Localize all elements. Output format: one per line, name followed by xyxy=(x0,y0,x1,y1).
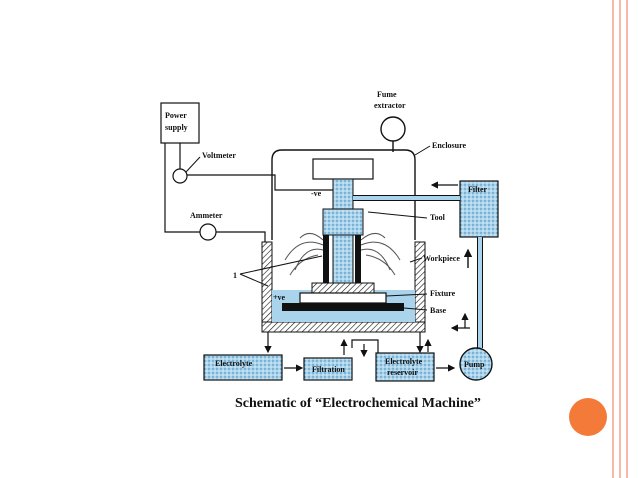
filtration-label: Filtration xyxy=(312,365,345,374)
pump-label: Pump xyxy=(464,360,485,369)
workpiece-lead xyxy=(409,257,423,263)
filtration-to-reservoir-pipe xyxy=(351,339,379,356)
tool-stem xyxy=(332,178,354,210)
base-lead xyxy=(403,307,428,311)
workpiece-label: Workpiece xyxy=(423,254,460,263)
reservoir-label-line1: Electrolyte xyxy=(385,357,423,366)
fume-extractor-icon xyxy=(380,116,406,142)
enclosure-outline xyxy=(271,149,416,240)
slide-border-stripe-2 xyxy=(619,0,621,478)
tool-insulator-left xyxy=(323,235,329,285)
electrolyte-reservoir-tank xyxy=(375,352,435,382)
fixture-lead xyxy=(385,293,428,297)
callout-1-label: 1 xyxy=(233,271,237,280)
electrolyte-label: Electrolyte xyxy=(215,359,253,368)
ammeter-icon xyxy=(199,223,217,241)
enclosure-label: Enclosure xyxy=(432,141,467,150)
power-supply-label-line2: supply xyxy=(165,123,188,132)
base-plate xyxy=(282,303,404,311)
fume-extractor-label-line2: extractor xyxy=(374,101,406,110)
slide-border-stripe-3 xyxy=(626,0,628,478)
filter-tank xyxy=(459,180,499,238)
fume-extractor-label-line1: Fume xyxy=(377,90,397,99)
tool-lead xyxy=(367,211,428,219)
power-supply-box xyxy=(160,102,200,144)
base-label: Base xyxy=(430,306,446,315)
diagram-caption: Schematic of “Electrochemical Machine” xyxy=(235,396,481,411)
filtration-tank xyxy=(303,357,353,381)
filter-label: Filter xyxy=(468,185,488,194)
tool-holder xyxy=(312,158,374,180)
electrolyte-spray xyxy=(284,233,401,276)
workpiece xyxy=(311,282,375,294)
voltmeter-icon xyxy=(172,168,188,184)
enclosure-lead xyxy=(414,145,431,156)
slide-border-stripe-1 xyxy=(612,0,614,478)
tool-electrode xyxy=(332,234,354,286)
tank-wall-left xyxy=(261,241,273,333)
pump-icon xyxy=(459,347,493,381)
fixture xyxy=(299,292,387,304)
tool-insulator-right xyxy=(355,235,361,285)
fixture-label: Fixture xyxy=(430,289,456,298)
ammeter-label: Ammeter xyxy=(190,211,223,220)
callout-1-line-b xyxy=(239,273,269,287)
voltmeter-lead xyxy=(185,156,201,173)
electrolyte-tank xyxy=(203,354,283,381)
callout-1-line-a xyxy=(239,255,323,275)
negative-label: -ve xyxy=(311,189,322,198)
reservoir-label-line2: reservoir xyxy=(387,368,418,377)
voltmeter-label: Voltmeter xyxy=(202,151,236,160)
tank-floor xyxy=(261,321,426,333)
slide-accent-dot xyxy=(569,398,607,436)
power-supply-label-line1: Power xyxy=(165,111,187,120)
tool-body xyxy=(322,208,364,236)
tool-label: Tool xyxy=(430,213,446,222)
positive-label: +ve xyxy=(273,293,286,302)
